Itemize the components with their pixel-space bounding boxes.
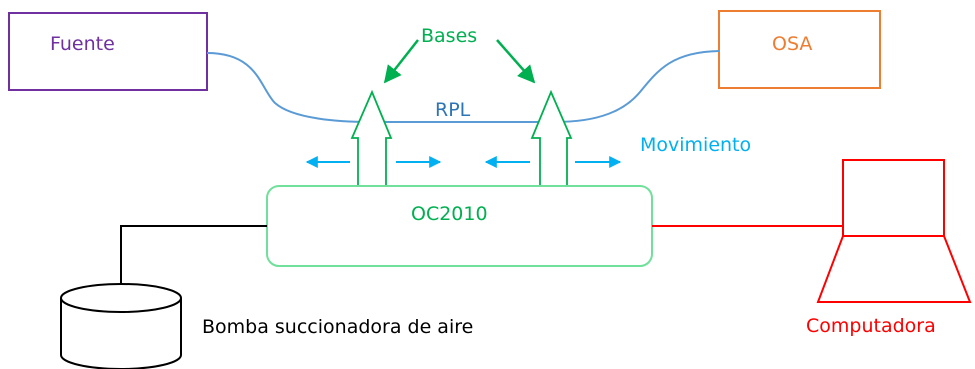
bases-arrow-left [383,39,419,84]
pump-line [120,225,267,285]
bases-arrow-right [496,39,536,84]
computadora-label: Computadora [806,315,936,337]
fuente-box [8,12,208,91]
base-right [530,89,573,187]
rpl-label: RPL [435,99,471,121]
computer-base [816,235,972,303]
osa-label: OSA [772,33,812,55]
oc2010-label: OC2010 [411,203,488,225]
osa-box [718,10,881,89]
computer-monitor [842,159,945,237]
base-left [350,89,393,187]
pump-cylinder [60,283,182,369]
fuente-label: Fuente [50,33,115,55]
bases-label: Bases [421,25,477,47]
bomba-label: Bomba succionadora de aire [202,316,473,338]
oc2010-box [266,185,653,267]
movimiento-label: Movimiento [640,134,751,156]
